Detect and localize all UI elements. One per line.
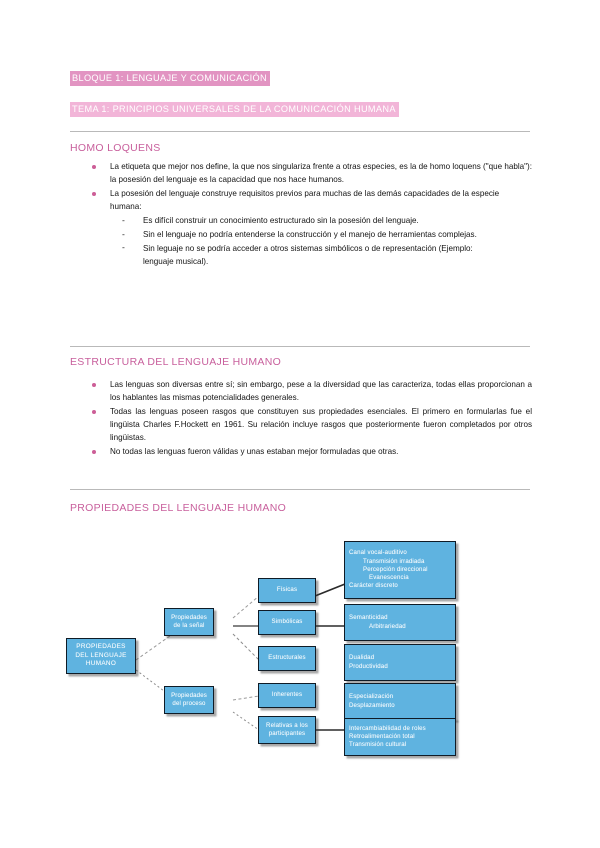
diagram-node-relativas-participantes-label: Relativas a los participantes: [266, 721, 308, 737]
list-item-text: No todas las lenguas fueron válidas y un…: [110, 447, 399, 457]
section-heading-estructura: ESTRUCTURA DEL LENGUAJE HUMANO: [70, 356, 282, 368]
banner-heading-tema-text: TEMA 1: PRINCIPIOS UNIVERSALES DE LA COM…: [70, 102, 399, 117]
diagram-node-propiedades-proceso-label: Propiedades del proceso: [171, 691, 207, 707]
sub-list-item: Es difícil construir un conocimiento est…: [110, 214, 532, 227]
section-divider-2: [70, 346, 530, 347]
sub-list-item: Sin el lenguaje no podría entenderse la …: [110, 228, 532, 241]
diagram-node-estructurales-label: Estructurales: [268, 654, 306, 662]
diagram-node-simbolicas[interactable]: Simbólicas: [258, 610, 316, 635]
section-heading-propiedades: PROPIEDADES DEL LENGUAJE HUMANO: [70, 502, 287, 514]
sub-list-item-text: Sin el lenguaje no podría entenderse la …: [143, 230, 477, 240]
section-divider-3: [70, 489, 530, 490]
diagram-node-relativas-participantes[interactable]: Relativas a los participantes: [258, 716, 316, 744]
list-item-text: La posesión del lenguaje construye requi…: [110, 188, 500, 212]
banner-heading-bloque: BLOQUE 1: LENGUAJE Y COMUNICACIÓN: [70, 68, 271, 86]
diagram-node-fisicas[interactable]: Físicas: [258, 578, 316, 603]
list-item: La posesión del lenguaje construye requi…: [70, 187, 532, 268]
diagram-node-root[interactable]: PROPIEDADES DEL LENGUAJE HUMANO: [66, 638, 136, 674]
diagram-node-propiedades-senal-label: Propiedades de la señal: [171, 613, 207, 629]
propiedades-diagram: PROPIEDADES DEL LENGUAJE HUMANO Propieda…: [62, 528, 532, 778]
diagram-node-inherentes-label: Inherentes: [271, 691, 303, 699]
diagram-node-estructurales[interactable]: Estructurales: [258, 646, 316, 671]
section-divider-1: [70, 131, 530, 132]
diagram-node-root-label: PROPIEDADES DEL LENGUAJE HUMANO: [75, 643, 127, 668]
banner-heading-tema: TEMA 1: PRINCIPIOS UNIVERSALES DE LA COM…: [70, 99, 399, 117]
section-body-estructura: Las lenguas son diversas entre sí; sin e…: [70, 378, 532, 459]
diagram-node-inherentes[interactable]: Inherentes: [258, 683, 316, 708]
diagram-node-propiedades-senal[interactable]: Propiedades de la señal: [164, 608, 214, 636]
sub-list-item: Sin leguaje no se podría acceder a otros…: [110, 241, 473, 268]
section-body-homo-loquens: La etiqueta que mejor nos define, la que…: [70, 160, 532, 269]
list-item-text: Las lenguas son diversas entre sí; sin e…: [110, 380, 532, 403]
list-item: Todas las lenguas poseen rasgos que cons…: [70, 405, 532, 445]
diagram-node-simbolicas-label: Simbólicas: [271, 618, 303, 626]
list-item: No todas las lenguas fueron válidas y un…: [70, 445, 532, 458]
section-heading-homo-loquens: HOMO LOQUENS: [70, 142, 161, 154]
list-item: La etiqueta que mejor nos define, la que…: [70, 160, 532, 186]
list-item: Las lenguas son diversas entre sí; sin e…: [70, 378, 532, 404]
sub-bullet-list: Es difícil construir un conocimiento est…: [110, 214, 532, 268]
banner-heading-bloque-text: BLOQUE 1: LENGUAJE Y COMUNICACIÓN: [70, 71, 271, 86]
sub-list-item-text: Es difícil construir un conocimiento est…: [143, 216, 419, 226]
diagram-node-fisicas-label: Físicas: [276, 586, 298, 594]
bullet-list: Las lenguas son diversas entre sí; sin e…: [70, 378, 532, 458]
sub-list-item-text: Sin leguaje no se podría acceder a otros…: [143, 243, 473, 266]
list-item-text: Todas las lenguas poseen rasgos que cons…: [110, 406, 532, 443]
list-item-text: La etiqueta que mejor nos define, la que…: [110, 162, 532, 185]
bullet-list: La etiqueta que mejor nos define, la que…: [70, 160, 532, 268]
diagram-node-propiedades-proceso[interactable]: Propiedades del proceso: [164, 686, 214, 714]
